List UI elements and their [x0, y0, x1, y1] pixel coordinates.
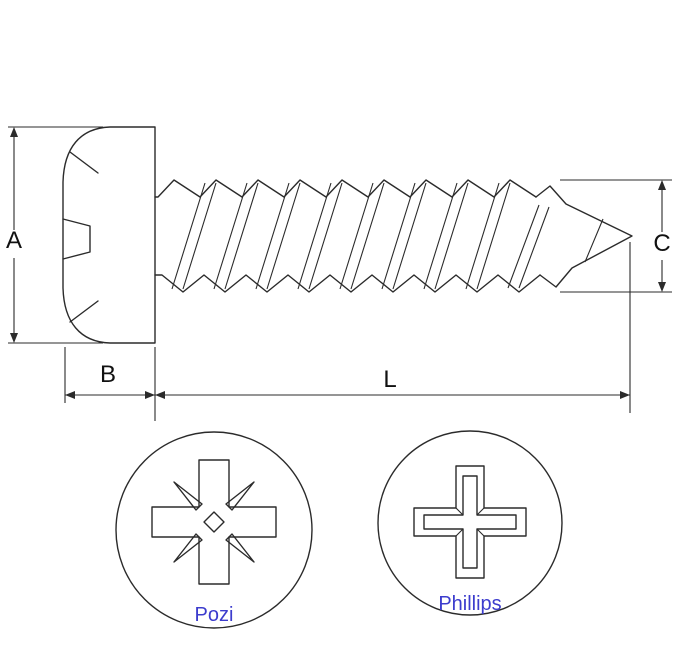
dim-l-arrowhead-left	[155, 391, 165, 399]
thread-helix-lines	[171, 182, 604, 290]
pozi-tick-ne	[225, 481, 255, 511]
dim-l-label: L	[383, 366, 396, 393]
screw-side-view	[62, 126, 633, 344]
pozi-tick-se	[225, 533, 255, 563]
dim-a-arrowhead-bottom	[10, 333, 18, 343]
phillips-drive-detail: Phillips	[377, 430, 563, 616]
pozi-tick-sw	[173, 533, 203, 563]
pozi-drive-circle	[115, 431, 313, 629]
dimension-c: C	[560, 179, 672, 293]
dim-c-extension-lines	[560, 179, 672, 293]
dim-a-label: A	[6, 227, 22, 254]
head-recess-middle-mark	[62, 218, 91, 260]
pozi-center-diamond	[203, 511, 225, 533]
dim-b-extension-lines	[64, 347, 156, 421]
dim-b-label: B	[100, 361, 116, 388]
phillips-cross-inner	[423, 475, 517, 569]
thread-bottom-profile	[154, 274, 541, 293]
dim-a-extension-lines	[8, 126, 103, 344]
dim-b-arrowhead-left	[65, 391, 75, 399]
dimension-b: B	[64, 347, 156, 421]
screw-tip-outline	[535, 185, 633, 288]
dim-c-arrowhead-bottom	[658, 282, 666, 292]
head-recess-top-mark	[69, 151, 99, 174]
dim-c-label: C	[653, 230, 670, 257]
dim-b-arrowhead-right	[145, 391, 155, 399]
pozi-drive-detail: Pozi	[115, 431, 313, 629]
thread-top-profile	[154, 179, 537, 198]
phillips-cross-outer	[413, 465, 527, 579]
dim-c-arrowhead-top	[658, 180, 666, 190]
dimension-a: A	[6, 126, 103, 344]
head-recess-bottom-mark	[69, 300, 99, 323]
phillips-drive-circle	[377, 430, 563, 616]
dim-a-arrowhead-top	[10, 127, 18, 137]
dimension-l: L	[155, 242, 631, 413]
pozi-tick-nw	[173, 481, 203, 511]
pozi-label: Pozi	[195, 604, 234, 626]
phillips-label: Phillips	[438, 593, 501, 615]
phillips-corner-lines	[455, 507, 485, 537]
screw-head-outline	[62, 126, 156, 344]
dim-l-arrowhead-right	[620, 391, 630, 399]
pozi-cross-outline	[151, 459, 277, 585]
